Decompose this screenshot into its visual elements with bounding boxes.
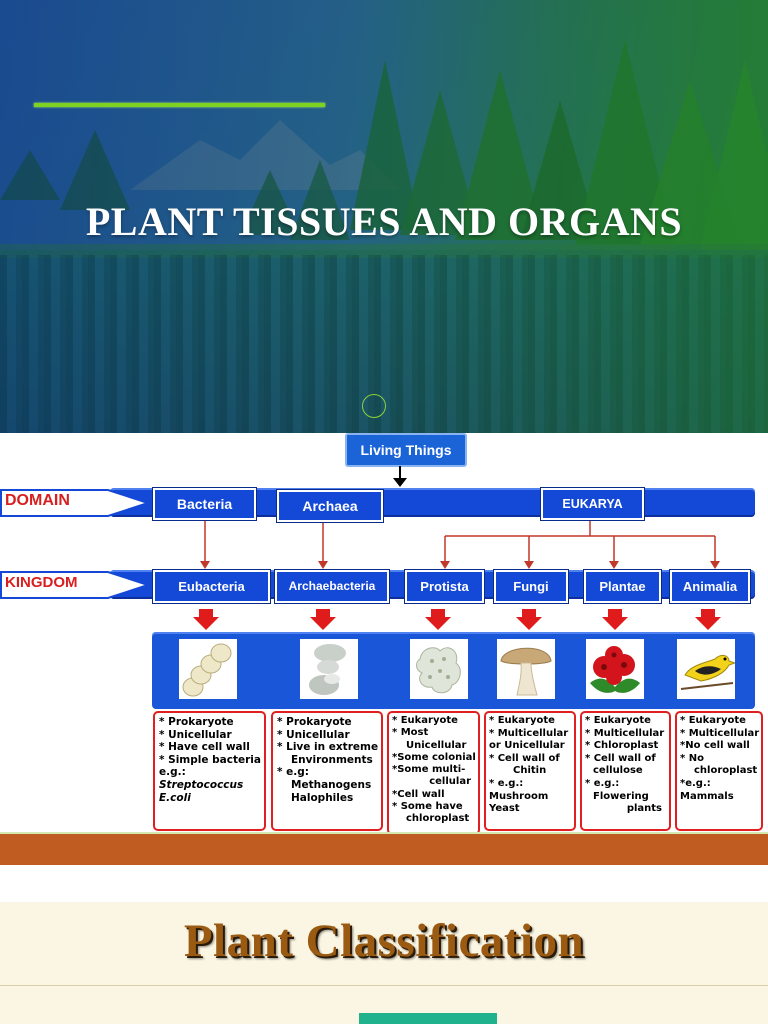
desc-line: Unicellular: [406, 739, 467, 751]
desc-line: * Most: [392, 727, 429, 739]
desc-line: * No: [680, 752, 704, 764]
flower-icon: [590, 646, 640, 693]
desc-line: *Cell wall: [392, 788, 445, 800]
desc-line: E.coli: [159, 791, 191, 804]
desc-line: Yeast: [489, 803, 520, 815]
accent-line: [34, 103, 325, 107]
animalia-picture: [677, 639, 737, 699]
mushroom-icon: [500, 647, 552, 696]
plant-classification-slide: Plant Classification: [0, 902, 768, 1024]
desc-line: * Eukaryote: [392, 715, 458, 726]
classification-slide: Living Things DOM: [0, 433, 768, 865]
desc-line: chloroplast: [694, 765, 758, 777]
desc-line: Environments: [291, 753, 373, 766]
bird-icon: [680, 654, 737, 690]
domain-archaea: Archaea: [277, 490, 383, 522]
slide-separator: [0, 834, 768, 865]
desc-line: or Unicellular: [489, 740, 565, 752]
kingdom-plantae: Plantae: [584, 570, 661, 603]
desc-line: Halophiles: [291, 791, 354, 804]
title-slide: PLANT TISSUES AND ORGANS: [0, 0, 768, 433]
desc-line: * Multicellular: [680, 727, 760, 739]
archaea-icon: [309, 644, 346, 695]
desc-line: * Eukaryote: [585, 715, 651, 726]
desc-line: e.g.:: [159, 766, 186, 779]
divider-line: [0, 985, 768, 986]
desc-line: Streptococcus: [159, 778, 244, 791]
desc-line: cellular: [429, 776, 471, 788]
domain-label: DOMAIN: [5, 492, 70, 509]
connector-arrows: [193, 466, 721, 630]
archaea-picture: [300, 639, 358, 699]
color-overlay: [0, 0, 768, 433]
kingdom-fungi: Fungi: [494, 570, 568, 603]
desc-line: * e.g.:: [489, 777, 524, 789]
desc-line: Mushroom: [489, 790, 549, 802]
protist-picture: [410, 639, 468, 699]
desc-line: Mammals: [680, 790, 734, 802]
desc-line: *e.g.:: [680, 777, 711, 789]
kingdom-animalia: Animalia: [670, 570, 750, 603]
desc-line: * Prokaryote: [159, 716, 234, 728]
desc-line: Chitin: [513, 765, 547, 777]
desc-line: * Cell wall of: [489, 752, 560, 764]
kingdom-label: KINGDOM: [5, 574, 78, 591]
plantae-picture: [586, 639, 644, 699]
slide-title: Plant Classification: [183, 915, 585, 967]
desc-line: plants: [626, 803, 662, 815]
kingdom-protista: Protista: [405, 570, 484, 603]
desc-line: * Multicellular: [489, 727, 569, 739]
desc-line: Flowering: [593, 790, 649, 802]
kingdom-archaebacteria: Archaebacteria: [275, 570, 389, 603]
kingdom-arrow-shape: [0, 571, 150, 599]
desc-line: * Live in extreme: [277, 741, 379, 754]
kingdom-eubacteria: Eubacteria: [153, 570, 270, 603]
desc-line: *Some multi-: [392, 764, 466, 776]
desc-line: * Simple bacteria: [159, 753, 261, 766]
desc-line: * Some have: [392, 801, 463, 813]
fungi-picture: [497, 639, 555, 699]
desc-line: * Have cell wall: [159, 741, 250, 754]
teal-accent-bar: [359, 1013, 497, 1024]
desc-line: cellulose: [593, 765, 643, 777]
slide-title: PLANT TISSUES AND ORGANS: [85, 199, 683, 244]
divider-line: [0, 832, 768, 834]
desc-line: Methanogens: [291, 778, 372, 791]
desc-line: * Chloroplast: [585, 740, 659, 752]
protist-icon: [416, 647, 461, 694]
archaebacteria-description: * Prokaryote * Unicellular * Live in ext…: [271, 711, 383, 831]
desc-line: * Multicellular: [585, 727, 665, 739]
loading-circle-icon: [362, 394, 386, 418]
protista-description: * Eukaryote * Most Unicellular *Some col…: [387, 711, 480, 835]
domain-arrow-shape: [0, 489, 150, 517]
desc-line: * Prokaryote: [277, 716, 352, 728]
desc-line: * Cell wall of: [585, 752, 656, 764]
desc-line: * Unicellular: [159, 728, 232, 741]
desc-line: *Some colonial: [392, 751, 476, 763]
living-things-box: Living Things: [345, 433, 467, 467]
desc-line: chloroplast: [406, 813, 470, 825]
domain-eukarya: EUKARYA: [541, 488, 644, 520]
desc-line: * Eukaryote: [680, 715, 746, 726]
bacteria-picture: [179, 639, 237, 699]
domain-bacteria: Bacteria: [153, 488, 256, 520]
desc-line: * Unicellular: [277, 728, 350, 741]
desc-line: * e.g.:: [585, 777, 620, 789]
desc-line: *No cell wall: [680, 740, 750, 752]
desc-line: * e.g:: [277, 766, 309, 779]
bacteria-icon: [182, 643, 232, 697]
desc-line: * Eukaryote: [489, 715, 555, 726]
plantae-description: * Eukaryote * Multicellular * Chloroplas…: [580, 711, 671, 831]
eubacteria-description: * Prokaryote * Unicellular * Have cell w…: [153, 711, 266, 831]
fungi-description: * Eukaryote * Multicellular or Unicellul…: [484, 711, 576, 831]
animalia-description: * Eukaryote * Multicellular *No cell wal…: [675, 711, 763, 831]
